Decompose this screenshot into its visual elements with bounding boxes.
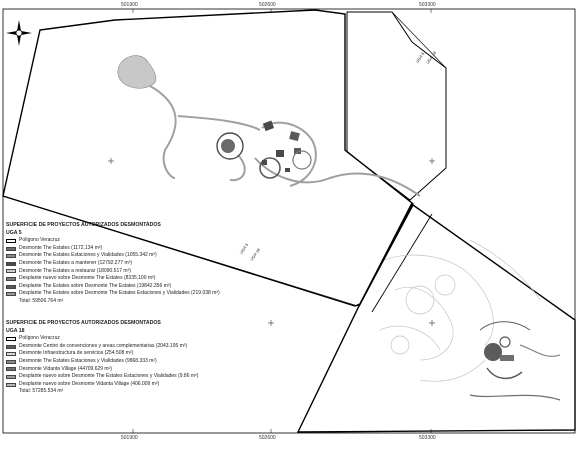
coord-top-1: 501900	[121, 2, 138, 8]
legend-item-label: Polígono Veracruz	[19, 237, 60, 244]
legend-item-label: Desmonte The Estates Estaciones y Vialid…	[19, 252, 157, 259]
legend-item: Desplante nuevo sobre Desmonte The Estat…	[6, 275, 220, 283]
legend-swatch	[6, 269, 16, 274]
poligono-veracruz-uga18	[346, 11, 447, 201]
legend-item: Desplante The Estates sobre Desmonte The…	[6, 290, 220, 298]
diagonal-divider	[358, 202, 414, 307]
legend-item-label: Desmonte The Estates Estaciones y Vialid…	[19, 357, 157, 364]
estates-footprints	[216, 120, 312, 179]
legend-uga5-total: Total: 59506.764 m²	[19, 297, 64, 304]
legend-item: Desmonte The Estates Estaciones y Vialid…	[6, 358, 198, 366]
legend-item-label: Desmonte Centro de convenciones y areas …	[19, 342, 188, 349]
legend-item-label: Desmonte The Estates a restaurar (18090.…	[19, 267, 131, 274]
uga-boundary-line-2	[391, 11, 447, 69]
legend-item-label: Desmonte The Estates a mantener (12792.2…	[19, 259, 133, 266]
coord-top-3: 503300	[419, 2, 436, 8]
legend-swatch	[6, 352, 16, 357]
legend-item: Desmonte Centro de convenciones y areas …	[6, 343, 198, 351]
grid-crosses	[108, 158, 435, 326]
legend-uga18: SUPERFICIE DE PROYECTOS AUTORIZADOS DESM…	[6, 320, 198, 396]
legend-swatch	[6, 344, 16, 349]
legend-item: Desmonte Vidanta Village (44709.629 m²)	[6, 366, 198, 374]
legend-item-label: Desplante The Estates sobre Desmonte The…	[19, 282, 172, 289]
legend-uga5-uga: UGA 5	[6, 229, 22, 236]
legend-swatch	[6, 276, 16, 281]
legend-item: Desplante nuevo sobre Desmonte The Estat…	[6, 373, 198, 381]
legend-item-label: Desmonte Vidanta Village (44709.629 m²)	[19, 365, 112, 372]
legend-item: Desmonte Infraestructura de servicios (2…	[6, 350, 198, 358]
legend-item-label: Polígono Veracruz	[19, 335, 60, 342]
legend-item: Polígono Veracruz	[6, 237, 220, 245]
coord-bottom-1: 501900	[121, 435, 138, 441]
legend-item-label: Desmonte The Estates (1172.134 m²)	[19, 244, 103, 251]
uga-boundary-line	[2, 195, 359, 307]
pond-shape	[117, 55, 157, 89]
legend-swatch	[6, 359, 16, 364]
legend-item: Desmonte The Estates (1172.134 m²)	[6, 245, 220, 253]
legend-item: Desmonte The Estates a restaurar (18090.…	[6, 268, 220, 276]
legend-uga18-total: Total: 57285.534 m²	[19, 388, 64, 395]
legend-swatch	[6, 246, 16, 251]
legend-uga18-heading: SUPERFICIE DE PROYECTOS AUTORIZADOS DESM…	[6, 320, 161, 326]
legend-item-label: Desplante The Estates sobre Desmonte The…	[19, 290, 220, 297]
legend-swatch	[6, 336, 16, 341]
compass-rose-icon	[6, 20, 32, 46]
legend-item: Polígono Veracruz	[6, 335, 198, 343]
legend-swatch	[6, 292, 16, 297]
coord-bottom-3: 503300	[419, 435, 436, 441]
poligono-veracruz-uga18-south	[296, 203, 576, 433]
vidanta-village-network	[379, 239, 541, 382]
legend-item: Desmonte The Estates Estaciones y Vialid…	[6, 252, 220, 260]
legend-swatch	[6, 238, 16, 243]
legend-item: Desplante nuevo sobre Desmonte Vidanta V…	[6, 381, 198, 389]
coord-bottom-2: 502600	[259, 435, 276, 441]
legend-swatch	[6, 284, 16, 289]
legend-uga18-uga: UGA 18	[6, 327, 25, 334]
legend-uga5-heading: SUPERFICIE DE PROYECTOS AUTORIZADOS DESM…	[6, 222, 161, 228]
coord-top-2: 502600	[259, 2, 276, 8]
legend-item: Desplante The Estates sobre Desmonte The…	[6, 283, 220, 291]
legend-swatch	[6, 367, 16, 372]
map-frame	[2, 8, 576, 434]
legend-item-label: Desmonte Infraestructura de servicios (2…	[19, 350, 134, 357]
legend-swatch	[6, 374, 16, 379]
diagonal-divider-2	[371, 213, 433, 313]
legend-swatch	[6, 382, 16, 387]
legend-item: Desmonte The Estates a mantener (12792.2…	[6, 260, 220, 268]
legend-swatch	[6, 254, 16, 259]
legend-swatch	[6, 261, 16, 266]
road-network	[149, 85, 421, 197]
legend-uga5: SUPERFICIE DE PROYECTOS AUTORIZADOS DESM…	[6, 222, 220, 306]
convention-center-footprint	[469, 321, 561, 401]
legend-item-label: Desplante nuevo sobre Desmonte Vidanta V…	[19, 380, 160, 387]
legend-item-label: Desplante nuevo sobre Desmonte The Estat…	[19, 275, 156, 282]
legend-item-label: Desplante nuevo sobre Desmonte The Estat…	[19, 373, 199, 380]
